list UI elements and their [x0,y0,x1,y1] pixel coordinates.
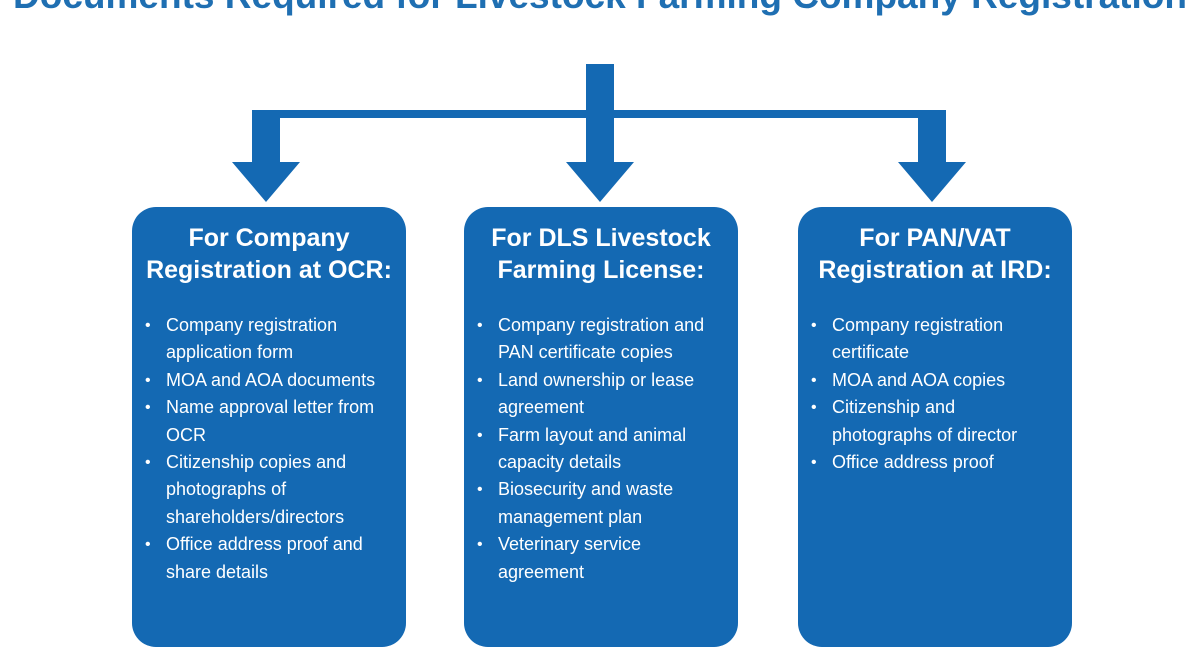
document-list: • Company registration and PAN certificat… [464,312,738,586]
bullet-icon: • [145,399,151,417]
list-item: • MOA and AOA documents [145,367,390,394]
card-dls-livestock-license: For DLS Livestock Farming License: • Comp… [464,207,738,647]
list-item-text: Office address proof [832,452,994,473]
card-title: For PAN/VAT Registration at IRD: [818,224,1052,284]
list-item: • MOA and AOA copies [811,367,1056,394]
flow-connectors [232,64,966,202]
list-item-text: Office address proof and share details [166,534,363,582]
bullet-icon: • [145,371,151,389]
list-item-text: Veterinary service agreement [498,534,642,582]
bullet-icon: • [811,317,817,334]
list-item-text: Land ownership or lease agreement [498,369,695,418]
bullet-icon: • [811,454,817,472]
bullet-icon: • [477,481,483,499]
bullet-icon: • [477,536,483,554]
list-item-text: Company registration certificate [832,315,1004,363]
bullet-icon: • [477,317,483,334]
list-item-text: Company registration and PAN certificate… [498,315,705,363]
list-item: • Land ownership or lease agreement [477,367,722,422]
bullet-icon: • [145,454,151,472]
list-item-text: Biosecurity and waste management plan [498,479,674,527]
list-item-text: Citizenship copies and photographs of sh… [166,452,347,527]
list-item: • Citizenship copies and photographs of s… [145,449,390,531]
arrow-down-icon [566,110,634,202]
document-list: • Company registration certificate • MOA a… [798,312,1072,476]
bullet-icon: • [145,536,151,554]
list-item: • Office address proof and share details [145,531,390,586]
page-title: Documents Required for Livestock Farming… [0,0,1200,18]
arrow-down-icon [232,110,300,202]
list-item-text: MOA and AOA documents [166,369,376,390]
arrow-down-icon [898,110,966,202]
list-item-text: Company registration application form [166,315,338,363]
bullet-icon: • [811,371,817,389]
list-item: • Name approval letter from OCR [145,394,390,449]
document-list: • Company registration application form •… [132,312,406,586]
list-item: • Biosecurity and waste management plan [477,476,722,531]
list-item-text: Citizenship and photographs of director [832,397,1018,445]
list-item: • Farm layout and animal capacity details [477,422,722,477]
list-item: • Company registration certificate [811,312,1056,367]
card-company-registration-ocr: For Company Registration at OCR: • Compan… [132,207,406,647]
list-item: • Citizenship and photographs of director [811,394,1056,449]
list-item: • Veterinary service agreement [477,531,722,586]
list-item-text: Name approval letter from OCR [166,397,375,445]
card-pan-vat-registration-ird: For PAN/VAT Registration at IRD: • Compan… [798,207,1072,647]
card-title: For DLS Livestock Farming License: [491,224,711,284]
bullet-icon: • [477,426,483,444]
list-item: • Office address proof [811,449,1056,476]
bullet-icon: • [145,317,151,334]
list-item-text: MOA and AOA copies [832,369,1006,390]
bullet-icon: • [477,371,483,389]
list-item-text: Farm layout and animal capacity details [498,424,687,473]
bullet-icon: • [811,399,817,417]
card-title: For Company Registration at OCR: [146,224,392,284]
list-item: • Company registration and PAN certificat… [477,312,722,367]
list-item: • Company registration application form [145,312,390,367]
